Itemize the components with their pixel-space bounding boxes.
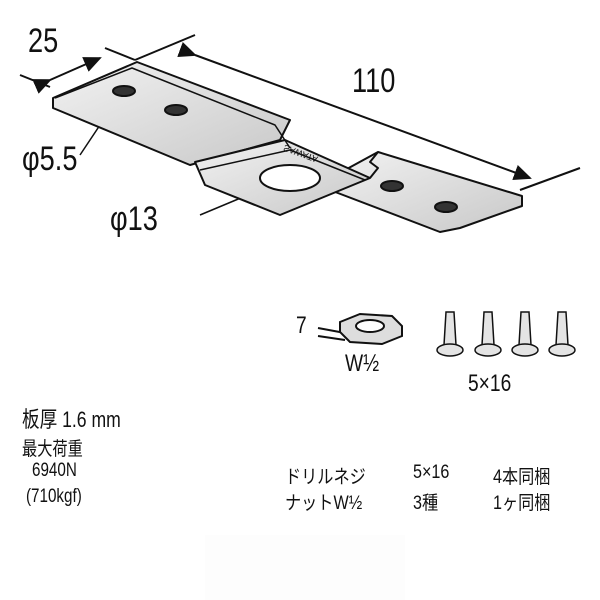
- hole-small: [434, 201, 458, 213]
- length-dimension: 110: [352, 62, 396, 100]
- nut-label: W½: [345, 350, 380, 377]
- content-item: ドリルネジ: [285, 467, 366, 488]
- content-qty: 4本同梱: [493, 467, 551, 488]
- hole-small: [112, 85, 136, 97]
- thickness-spec: 板厚 1.6 mm: [22, 407, 121, 432]
- max-load-label: 最大荷重: [22, 439, 83, 460]
- max-load-kgf: (710kgf): [26, 486, 82, 507]
- hole-small: [380, 180, 404, 192]
- dimension-lines: [19, 34, 581, 216]
- content-item: ナットW½: [285, 493, 363, 514]
- small-hole-label: φ5.5: [22, 140, 78, 178]
- blank-area: [205, 535, 405, 600]
- content-qty: 1ヶ同梱: [493, 493, 551, 514]
- large-hole-label: φ13: [110, 200, 158, 238]
- content-size: 5×16: [413, 462, 450, 483]
- content-size: 3種: [413, 493, 439, 514]
- screws-drawing: [436, 311, 576, 357]
- nut-drawing: [317, 312, 403, 346]
- right-plate: [329, 151, 523, 233]
- bracket: [52, 61, 523, 233]
- max-load-newton: 6940N: [32, 460, 77, 481]
- nut-size-number: 7: [296, 312, 307, 339]
- width-dimension: 25: [28, 22, 59, 60]
- screw-label: 5×16: [468, 370, 512, 397]
- hole-small: [164, 104, 188, 116]
- hole-large: [259, 164, 321, 192]
